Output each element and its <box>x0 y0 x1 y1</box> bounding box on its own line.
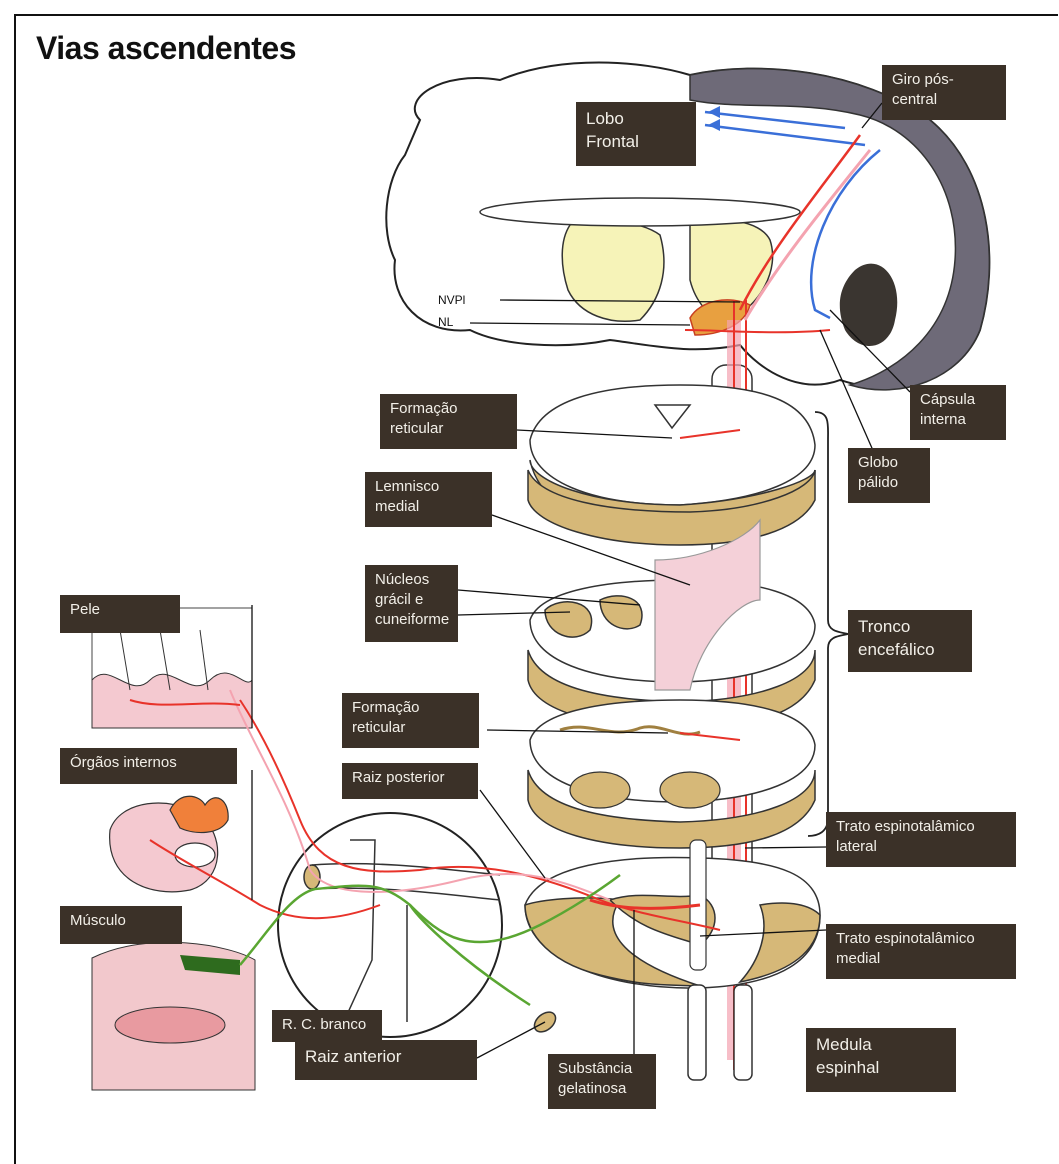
label-pele: Pele <box>60 595 180 633</box>
label-trato-espinotalamico-medial: Trato espinotalâmico medial <box>826 924 1016 979</box>
label-nucleos-gracil-cuneiforme: Núcleos grácil e cuneiforme <box>365 565 458 642</box>
label-raiz-posterior: Raiz posterior <box>342 763 478 799</box>
label-lobo-frontal: Lobo Frontal <box>576 102 696 166</box>
label-nl: NL <box>438 315 453 329</box>
internal-organ <box>110 796 229 892</box>
figure-title: Vias ascendentes <box>36 30 296 67</box>
spinal-cord <box>525 840 820 1080</box>
label-musculo: Músculo <box>60 906 182 944</box>
label-giro-pos-central: Giro pós- central <box>882 65 1006 120</box>
label-orgaos-internos: Órgãos internos <box>60 748 237 784</box>
label-formacao-reticular-lower: Formação reticular <box>342 693 479 748</box>
label-substancia-gelatinosa: Substância gelatinosa <box>548 1054 656 1109</box>
inset-circle <box>278 813 502 1037</box>
label-capsula-interna: Cápsula interna <box>910 385 1006 440</box>
midbrain-slice <box>528 385 815 545</box>
label-nvpl: NVPl <box>438 293 465 307</box>
label-lemnisco-medial: Lemnisco medial <box>365 472 492 527</box>
label-globo-palido: Globo pálido <box>848 448 930 503</box>
label-tronco-encefalico: Tronco encefálico <box>848 610 972 672</box>
label-rc-branco: R. C. branco <box>272 1010 382 1042</box>
label-trato-espinotalamico-lateral: Trato espinotalâmico lateral <box>826 812 1016 867</box>
lower-brainstem-slice <box>528 700 815 848</box>
label-raiz-anterior: Raiz anterior <box>295 1040 477 1080</box>
muscle <box>92 942 255 1090</box>
label-formacao-reticular-upper: Formação reticular <box>380 394 517 449</box>
medulla-slice <box>528 520 815 728</box>
label-medula-espinhal: Medula espinhal <box>806 1028 956 1092</box>
